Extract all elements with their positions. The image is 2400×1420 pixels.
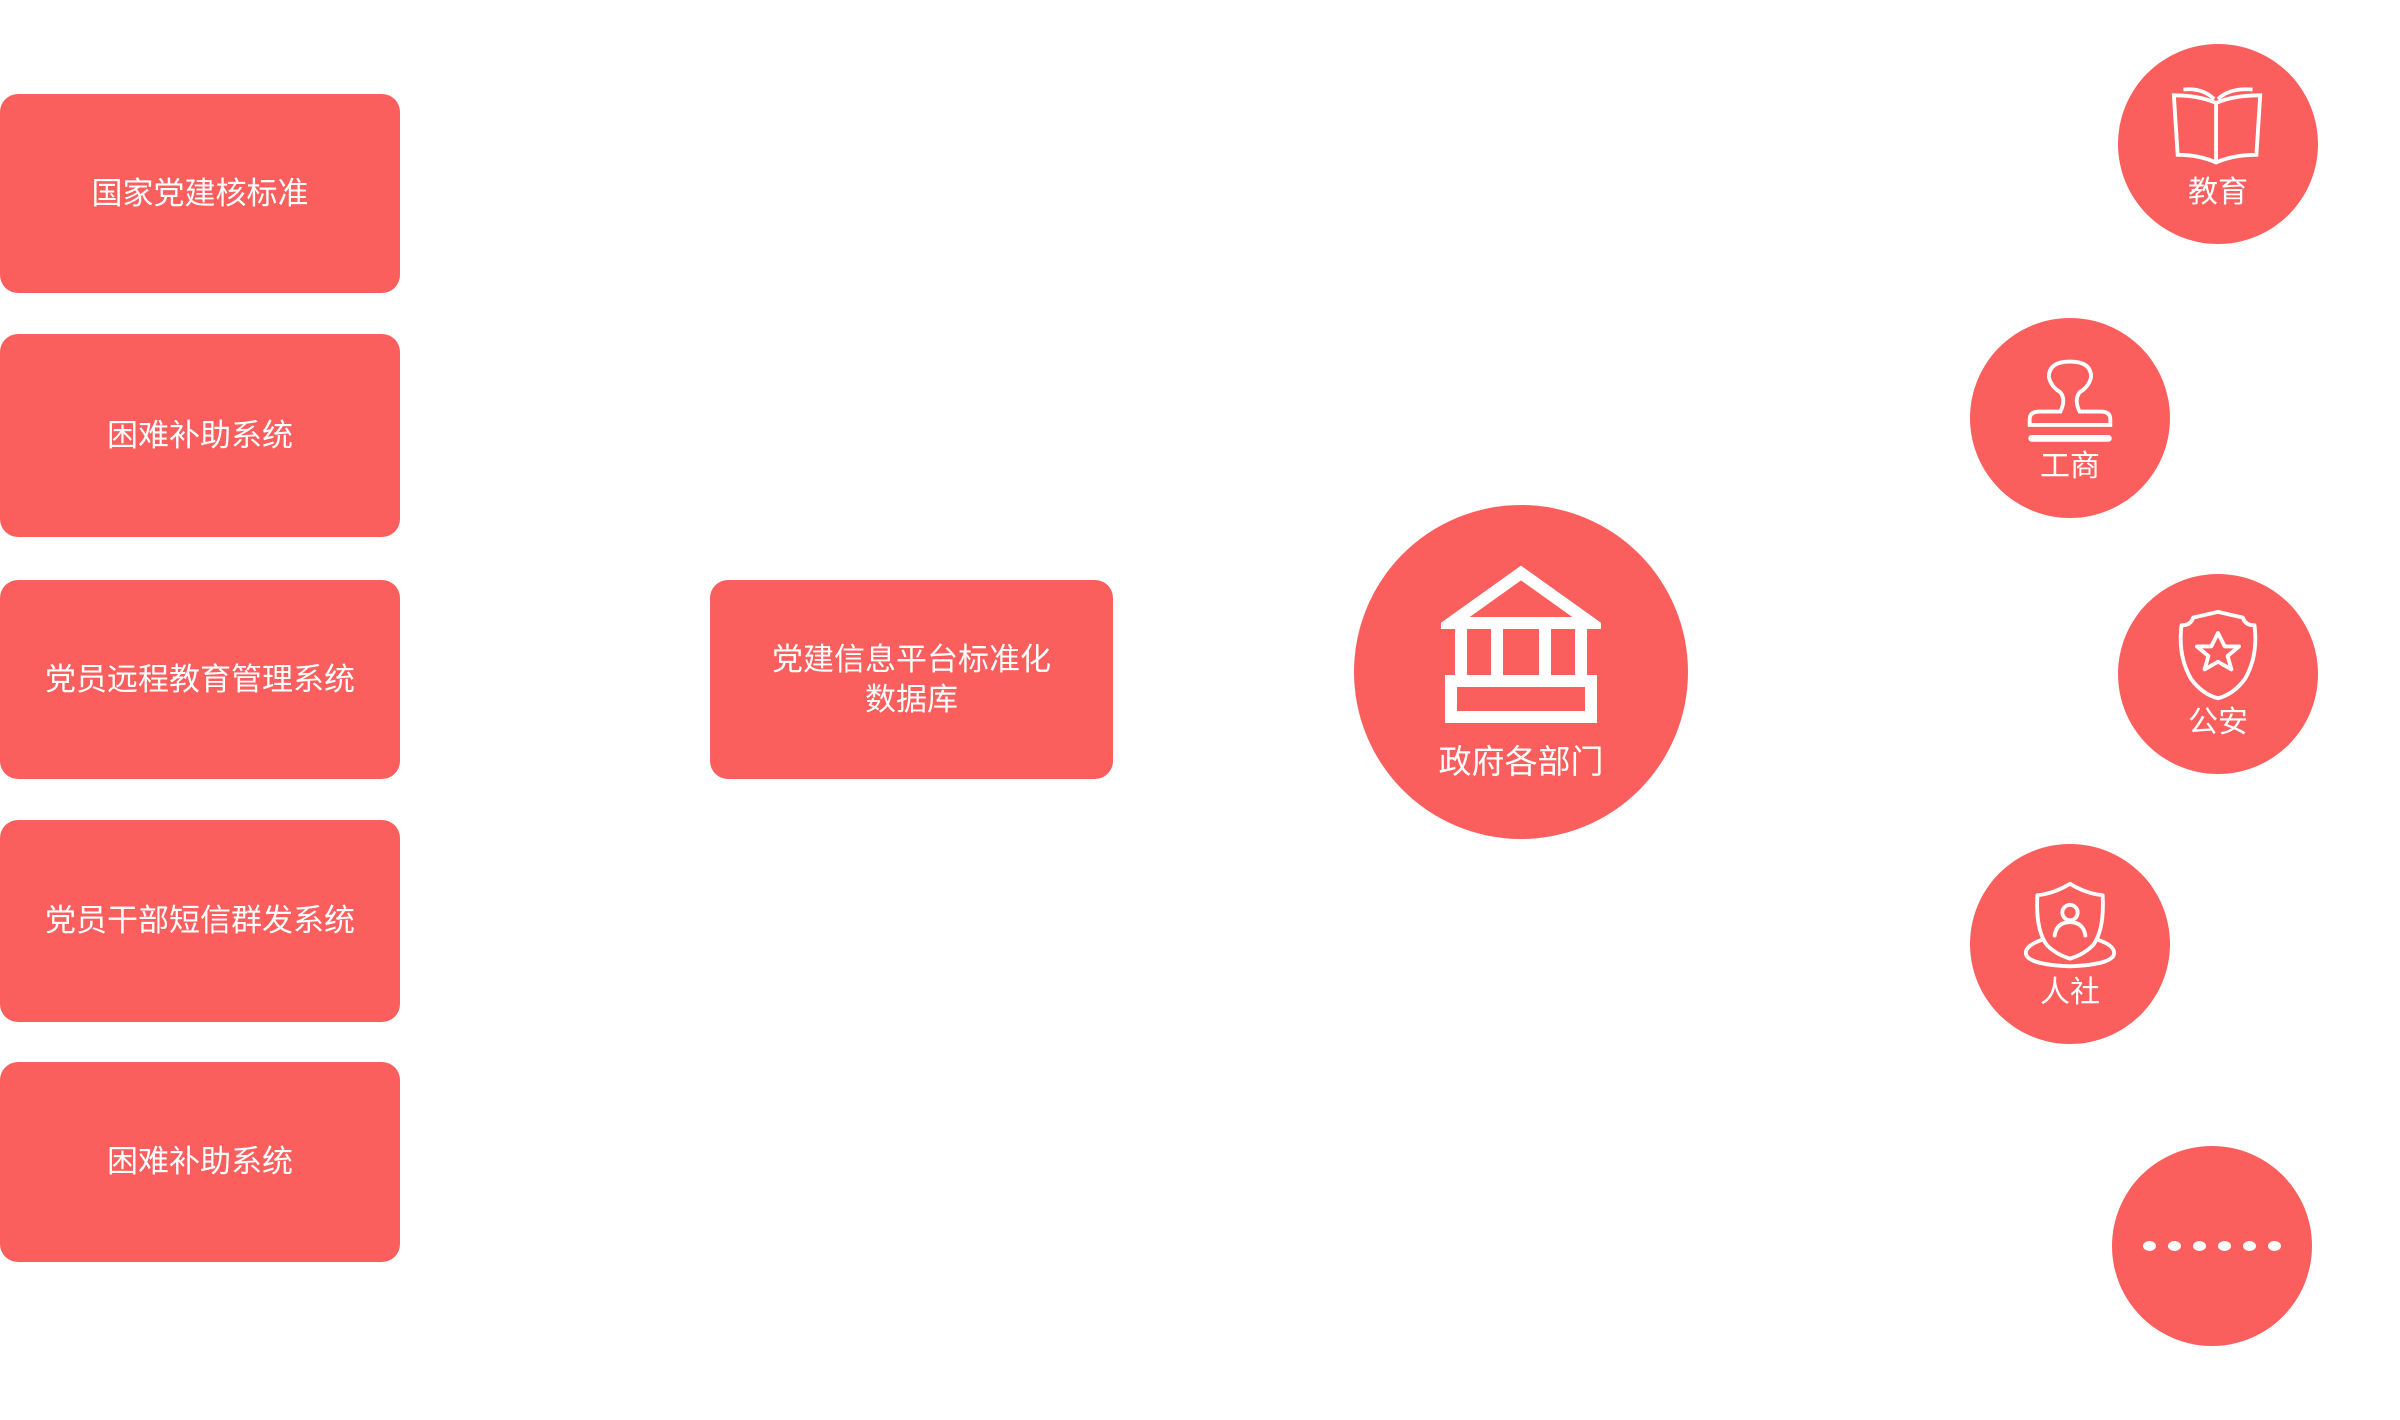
department-police: 公安 <box>2118 574 2318 774</box>
department-education: 教育 <box>2118 44 2318 244</box>
department-more <box>2112 1146 2312 1346</box>
stamp-icon <box>2027 359 2113 442</box>
department-label: 公安 <box>2188 705 2248 740</box>
hub-label: 政府各部门 <box>1438 742 1604 781</box>
source-box-hardship-aid-2: 困难补助系统 <box>0 1062 400 1262</box>
person-shield-icon <box>2023 881 2117 969</box>
source-box-sms-broadcast: 党员干部短信群发系统 <box>0 820 400 1022</box>
police-shield-icon <box>2178 609 2258 701</box>
department-commerce: 工商 <box>1970 318 2170 518</box>
database-label-line1: 党建信息平台标准化 <box>772 641 1051 678</box>
database-box: 党建信息平台标准化 数据库 <box>710 580 1113 779</box>
more-dots-icon <box>2143 1241 2281 1251</box>
source-box-remote-education: 党员远程教育管理系统 <box>0 580 400 779</box>
open-book-icon <box>2171 87 2263 165</box>
department-label: 人社 <box>2040 975 2100 1010</box>
department-social-security: 人社 <box>1970 844 2170 1044</box>
source-box-party-standard: 国家党建核标准 <box>0 94 400 293</box>
database-label-line2: 数据库 <box>865 681 958 718</box>
department-label: 工商 <box>2040 449 2100 484</box>
source-label: 党员远程教育管理系统 <box>45 661 355 698</box>
source-label: 困难补助系统 <box>107 1144 293 1180</box>
source-box-hardship-aid: 困难补助系统 <box>0 334 400 537</box>
source-label: 国家党建核标准 <box>91 175 309 212</box>
department-label: 教育 <box>2188 175 2248 210</box>
government-building-icon <box>1441 565 1601 723</box>
source-label: 困难补助系统 <box>107 417 293 454</box>
source-label: 党员干部短信群发系统 <box>45 903 355 939</box>
hub-government-departments: 政府各部门 <box>1354 505 1688 839</box>
